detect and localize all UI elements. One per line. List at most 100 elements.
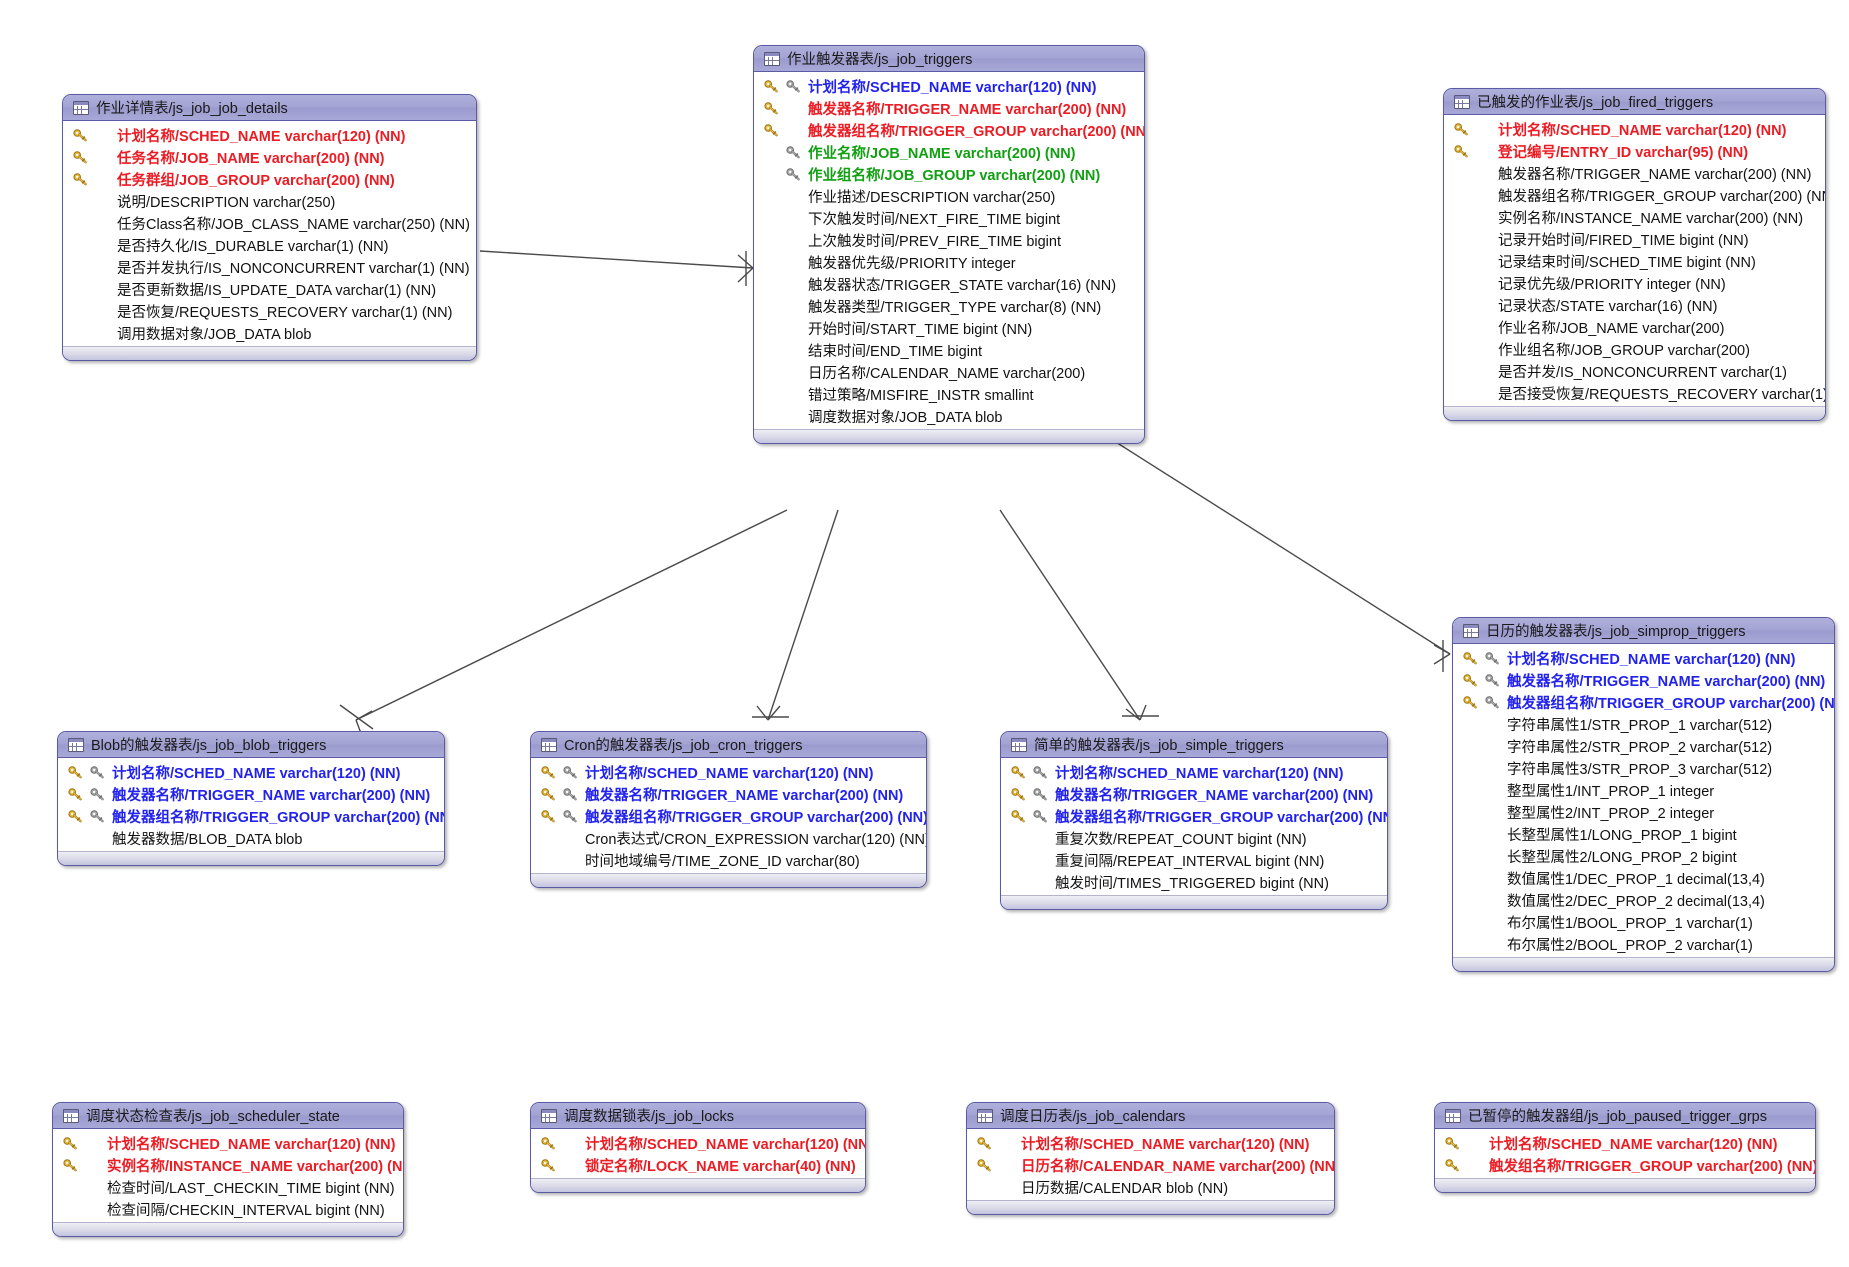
attribute-row[interactable]: 计划名称/SCHED_NAME varchar(120) (NN) (63, 124, 476, 146)
attribute-row[interactable]: 计划名称/SCHED_NAME varchar(120) (NN) (967, 1132, 1334, 1154)
entity-header-calendars[interactable]: 调度日历表/js_job_calendars (967, 1103, 1334, 1129)
attribute-row[interactable]: 检查时间/LAST_CHECKIN_TIME bigint (NN) (53, 1176, 403, 1198)
attribute-row[interactable]: 计划名称/SCHED_NAME varchar(120) (NN) (754, 75, 1144, 97)
attribute-row[interactable]: 是否并发/IS_NONCONCURRENT varchar(1) (1444, 360, 1825, 382)
entity-cron_triggers[interactable]: Cron的触发器表/js_job_cron_triggers 计划名称/SCHED… (530, 731, 927, 888)
attribute-row[interactable]: 长整型属性2/LONG_PROP_2 bigint (1453, 845, 1834, 867)
entity-calendars[interactable]: 调度日历表/js_job_calendars 计划名称/SCHED_NAME va… (966, 1102, 1335, 1215)
attribute-row[interactable]: 实例名称/INSTANCE_NAME varchar(200) (NN) (1444, 206, 1825, 228)
attribute-row[interactable]: 触发器名称/TRIGGER_NAME varchar(200) (NN) (531, 783, 926, 805)
attribute-row[interactable]: 触发器状态/TRIGGER_STATE varchar(16) (NN) (754, 273, 1144, 295)
attribute-row[interactable]: 布尔属性2/BOOL_PROP_2 varchar(1) (1453, 933, 1834, 955)
attribute-row[interactable]: 触发器类型/TRIGGER_TYPE varchar(8) (NN) (754, 295, 1144, 317)
attribute-row[interactable]: 数值属性2/DEC_PROP_2 decimal(13,4) (1453, 889, 1834, 911)
attribute-row[interactable]: 任务名称/JOB_NAME varchar(200) (NN) (63, 146, 476, 168)
attribute-row[interactable]: 记录结束时间/SCHED_TIME bigint (NN) (1444, 250, 1825, 272)
entity-header-scheduler_state[interactable]: 调度状态检查表/js_job_scheduler_state (53, 1103, 403, 1129)
entity-header-paused_trigger_grps[interactable]: 已暂停的触发器组/js_job_paused_trigger_grps (1435, 1103, 1815, 1129)
attribute-row[interactable]: 数值属性1/DEC_PROP_1 decimal(13,4) (1453, 867, 1834, 889)
attribute-row[interactable]: 计划名称/SCHED_NAME varchar(120) (NN) (58, 761, 444, 783)
attribute-row[interactable]: 布尔属性1/BOOL_PROP_1 varchar(1) (1453, 911, 1834, 933)
attribute-row[interactable]: 说明/DESCRIPTION varchar(250) (63, 190, 476, 212)
entity-simple_triggers[interactable]: 简单的触发器表/js_job_simple_triggers 计划名称/SCHED… (1000, 731, 1388, 910)
attribute-row[interactable]: 时间地域编号/TIME_ZONE_ID varchar(80) (531, 849, 926, 871)
attribute-row[interactable]: 整型属性1/INT_PROP_1 integer (1453, 779, 1834, 801)
attribute-row[interactable]: 触发器组名称/TRIGGER_GROUP varchar(200) (NN) (754, 119, 1144, 141)
attribute-row[interactable]: 检查间隔/CHECKIN_INTERVAL bigint (NN) (53, 1198, 403, 1220)
attribute-row[interactable]: 日历名称/CALENDAR_NAME varchar(200) (NN) (967, 1154, 1334, 1176)
entity-simprop_triggers[interactable]: 日历的触发器表/js_job_simprop_triggers 计划名称/SCHE… (1452, 617, 1835, 972)
entity-header-triggers[interactable]: 作业触发器表/js_job_triggers (754, 46, 1144, 72)
attribute-row[interactable]: 是否持久化/IS_DURABLE varchar(1) (NN) (63, 234, 476, 256)
attribute-row[interactable]: 作业名称/JOB_NAME varchar(200) (NN) (754, 141, 1144, 163)
attribute-row[interactable]: 计划名称/SCHED_NAME varchar(120) (NN) (1453, 647, 1834, 669)
attribute-row[interactable]: 计划名称/SCHED_NAME varchar(120) (NN) (531, 761, 926, 783)
attribute-row[interactable]: 是否接受恢复/REQUESTS_RECOVERY varchar(1) (1444, 382, 1825, 404)
attribute-row[interactable]: 触发器数据/BLOB_DATA blob (58, 827, 444, 849)
attribute-row[interactable]: 锁定名称/LOCK_NAME varchar(40) (NN) (531, 1154, 865, 1176)
attribute-row[interactable]: 触发器组名称/TRIGGER_GROUP varchar(200) (NN) (58, 805, 444, 827)
attribute-row[interactable]: 日历数据/CALENDAR blob (NN) (967, 1176, 1334, 1198)
attribute-row[interactable]: 字符串属性3/STR_PROP_3 varchar(512) (1453, 757, 1834, 779)
attribute-row[interactable]: 调用数据对象/JOB_DATA blob (63, 322, 476, 344)
attribute-row[interactable]: 整型属性2/INT_PROP_2 integer (1453, 801, 1834, 823)
entity-blob_triggers[interactable]: Blob的触发器表/js_job_blob_triggers 计划名称/SCHED… (57, 731, 445, 866)
entity-header-simple_triggers[interactable]: 简单的触发器表/js_job_simple_triggers (1001, 732, 1387, 758)
attribute-row[interactable]: 下次触发时间/NEXT_FIRE_TIME bigint (754, 207, 1144, 229)
attribute-row[interactable]: 是否并发执行/IS_NONCONCURRENT varchar(1) (NN) (63, 256, 476, 278)
attribute-row[interactable]: 触发器名称/TRIGGER_NAME varchar(200) (NN) (1001, 783, 1387, 805)
entity-header-job_details[interactable]: 作业详情表/js_job_job_details (63, 95, 476, 121)
attribute-row[interactable]: 重复间隔/REPEAT_INTERVAL bigint (NN) (1001, 849, 1387, 871)
entity-paused_trigger_grps[interactable]: 已暂停的触发器组/js_job_paused_trigger_grps 计划名称/… (1434, 1102, 1816, 1193)
attribute-row[interactable]: 长整型属性1/LONG_PROP_1 bigint (1453, 823, 1834, 845)
entity-job_details[interactable]: 作业详情表/js_job_job_details 计划名称/SCHED_NAME … (62, 94, 477, 361)
attribute-row[interactable]: 作业组名称/JOB_GROUP varchar(200) (1444, 338, 1825, 360)
attribute-row[interactable]: 记录优先级/PRIORITY integer (NN) (1444, 272, 1825, 294)
attribute-row[interactable]: 字符串属性1/STR_PROP_1 varchar(512) (1453, 713, 1834, 735)
attribute-row[interactable]: 触发器名称/TRIGGER_NAME varchar(200) (NN) (58, 783, 444, 805)
entity-header-locks[interactable]: 调度数据锁表/js_job_locks (531, 1103, 865, 1129)
attribute-row[interactable]: 触发器优先级/PRIORITY integer (754, 251, 1144, 273)
attribute-row[interactable]: 记录状态/STATE varchar(16) (NN) (1444, 294, 1825, 316)
entity-header-simprop_triggers[interactable]: 日历的触发器表/js_job_simprop_triggers (1453, 618, 1834, 644)
attribute-row[interactable]: 开始时间/START_TIME bigint (NN) (754, 317, 1144, 339)
attribute-row[interactable]: 登记编号/ENTRY_ID varchar(95) (NN) (1444, 140, 1825, 162)
attribute-row[interactable]: 触发器组名称/TRIGGER_GROUP varchar(200) (NN) (1001, 805, 1387, 827)
attribute-row[interactable]: 是否恢复/REQUESTS_RECOVERY varchar(1) (NN) (63, 300, 476, 322)
entity-locks[interactable]: 调度数据锁表/js_job_locks 计划名称/SCHED_NAME varch… (530, 1102, 866, 1193)
attribute-row[interactable]: 任务群组/JOB_GROUP varchar(200) (NN) (63, 168, 476, 190)
attribute-row[interactable]: 触发器名称/TRIGGER_NAME varchar(200) (NN) (1444, 162, 1825, 184)
attribute-row[interactable]: 计划名称/SCHED_NAME varchar(120) (NN) (1001, 761, 1387, 783)
attribute-row[interactable]: 作业名称/JOB_NAME varchar(200) (1444, 316, 1825, 338)
attribute-row[interactable]: 任务Class名称/JOB_CLASS_NAME varchar(250) (N… (63, 212, 476, 234)
attribute-row[interactable]: 结束时间/END_TIME bigint (754, 339, 1144, 361)
attribute-row[interactable]: 是否更新数据/IS_UPDATE_DATA varchar(1) (NN) (63, 278, 476, 300)
attribute-row[interactable]: 记录开始时间/FIRED_TIME bigint (NN) (1444, 228, 1825, 250)
entity-fired_triggers[interactable]: 已触发的作业表/js_job_fired_triggers 计划名称/SCHED_… (1443, 88, 1826, 421)
attribute-row[interactable]: 计划名称/SCHED_NAME varchar(120) (NN) (1435, 1132, 1815, 1154)
entity-header-blob_triggers[interactable]: Blob的触发器表/js_job_blob_triggers (58, 732, 444, 758)
attribute-row[interactable]: 调度数据对象/JOB_DATA blob (754, 405, 1144, 427)
attribute-row[interactable]: 作业描述/DESCRIPTION varchar(250) (754, 185, 1144, 207)
attribute-row[interactable]: 触发器组名称/TRIGGER_GROUP varchar(200) (NN) (1444, 184, 1825, 206)
attribute-row[interactable]: 触发器组名称/TRIGGER_GROUP varchar(200) (NN) (1453, 691, 1834, 713)
attribute-row[interactable]: 作业组名称/JOB_GROUP varchar(200) (NN) (754, 163, 1144, 185)
attribute-row[interactable]: 实例名称/INSTANCE_NAME varchar(200) (NN) (53, 1154, 403, 1176)
attribute-row[interactable]: 触发器名称/TRIGGER_NAME varchar(200) (NN) (754, 97, 1144, 119)
entity-header-cron_triggers[interactable]: Cron的触发器表/js_job_cron_triggers (531, 732, 926, 758)
attribute-row[interactable]: 触发器名称/TRIGGER_NAME varchar(200) (NN) (1453, 669, 1834, 691)
attribute-row[interactable]: 字符串属性2/STR_PROP_2 varchar(512) (1453, 735, 1834, 757)
entity-header-fired_triggers[interactable]: 已触发的作业表/js_job_fired_triggers (1444, 89, 1825, 115)
attribute-row[interactable]: Cron表达式/CRON_EXPRESSION varchar(120) (NN… (531, 827, 926, 849)
attribute-row[interactable]: 日历名称/CALENDAR_NAME varchar(200) (754, 361, 1144, 383)
attribute-row[interactable]: 计划名称/SCHED_NAME varchar(120) (NN) (1444, 118, 1825, 140)
entity-triggers[interactable]: 作业触发器表/js_job_triggers 计划名称/SCHED_NAME va… (753, 45, 1145, 444)
attribute-row[interactable]: 触发组名称/TRIGGER_GROUP varchar(200) (NN) (1435, 1154, 1815, 1176)
attribute-row[interactable]: 重复次数/REPEAT_COUNT bigint (NN) (1001, 827, 1387, 849)
attribute-row[interactable]: 计划名称/SCHED_NAME varchar(120) (NN) (53, 1132, 403, 1154)
entity-scheduler_state[interactable]: 调度状态检查表/js_job_scheduler_state 计划名称/SCHED… (52, 1102, 404, 1237)
attribute-row[interactable]: 触发器组名称/TRIGGER_GROUP varchar(200) (NN) (531, 805, 926, 827)
attribute-row[interactable]: 触发时间/TIMES_TRIGGERED bigint (NN) (1001, 871, 1387, 893)
attribute-row[interactable]: 计划名称/SCHED_NAME varchar(120) (NN) (531, 1132, 865, 1154)
attribute-row[interactable]: 上次触发时间/PREV_FIRE_TIME bigint (754, 229, 1144, 251)
